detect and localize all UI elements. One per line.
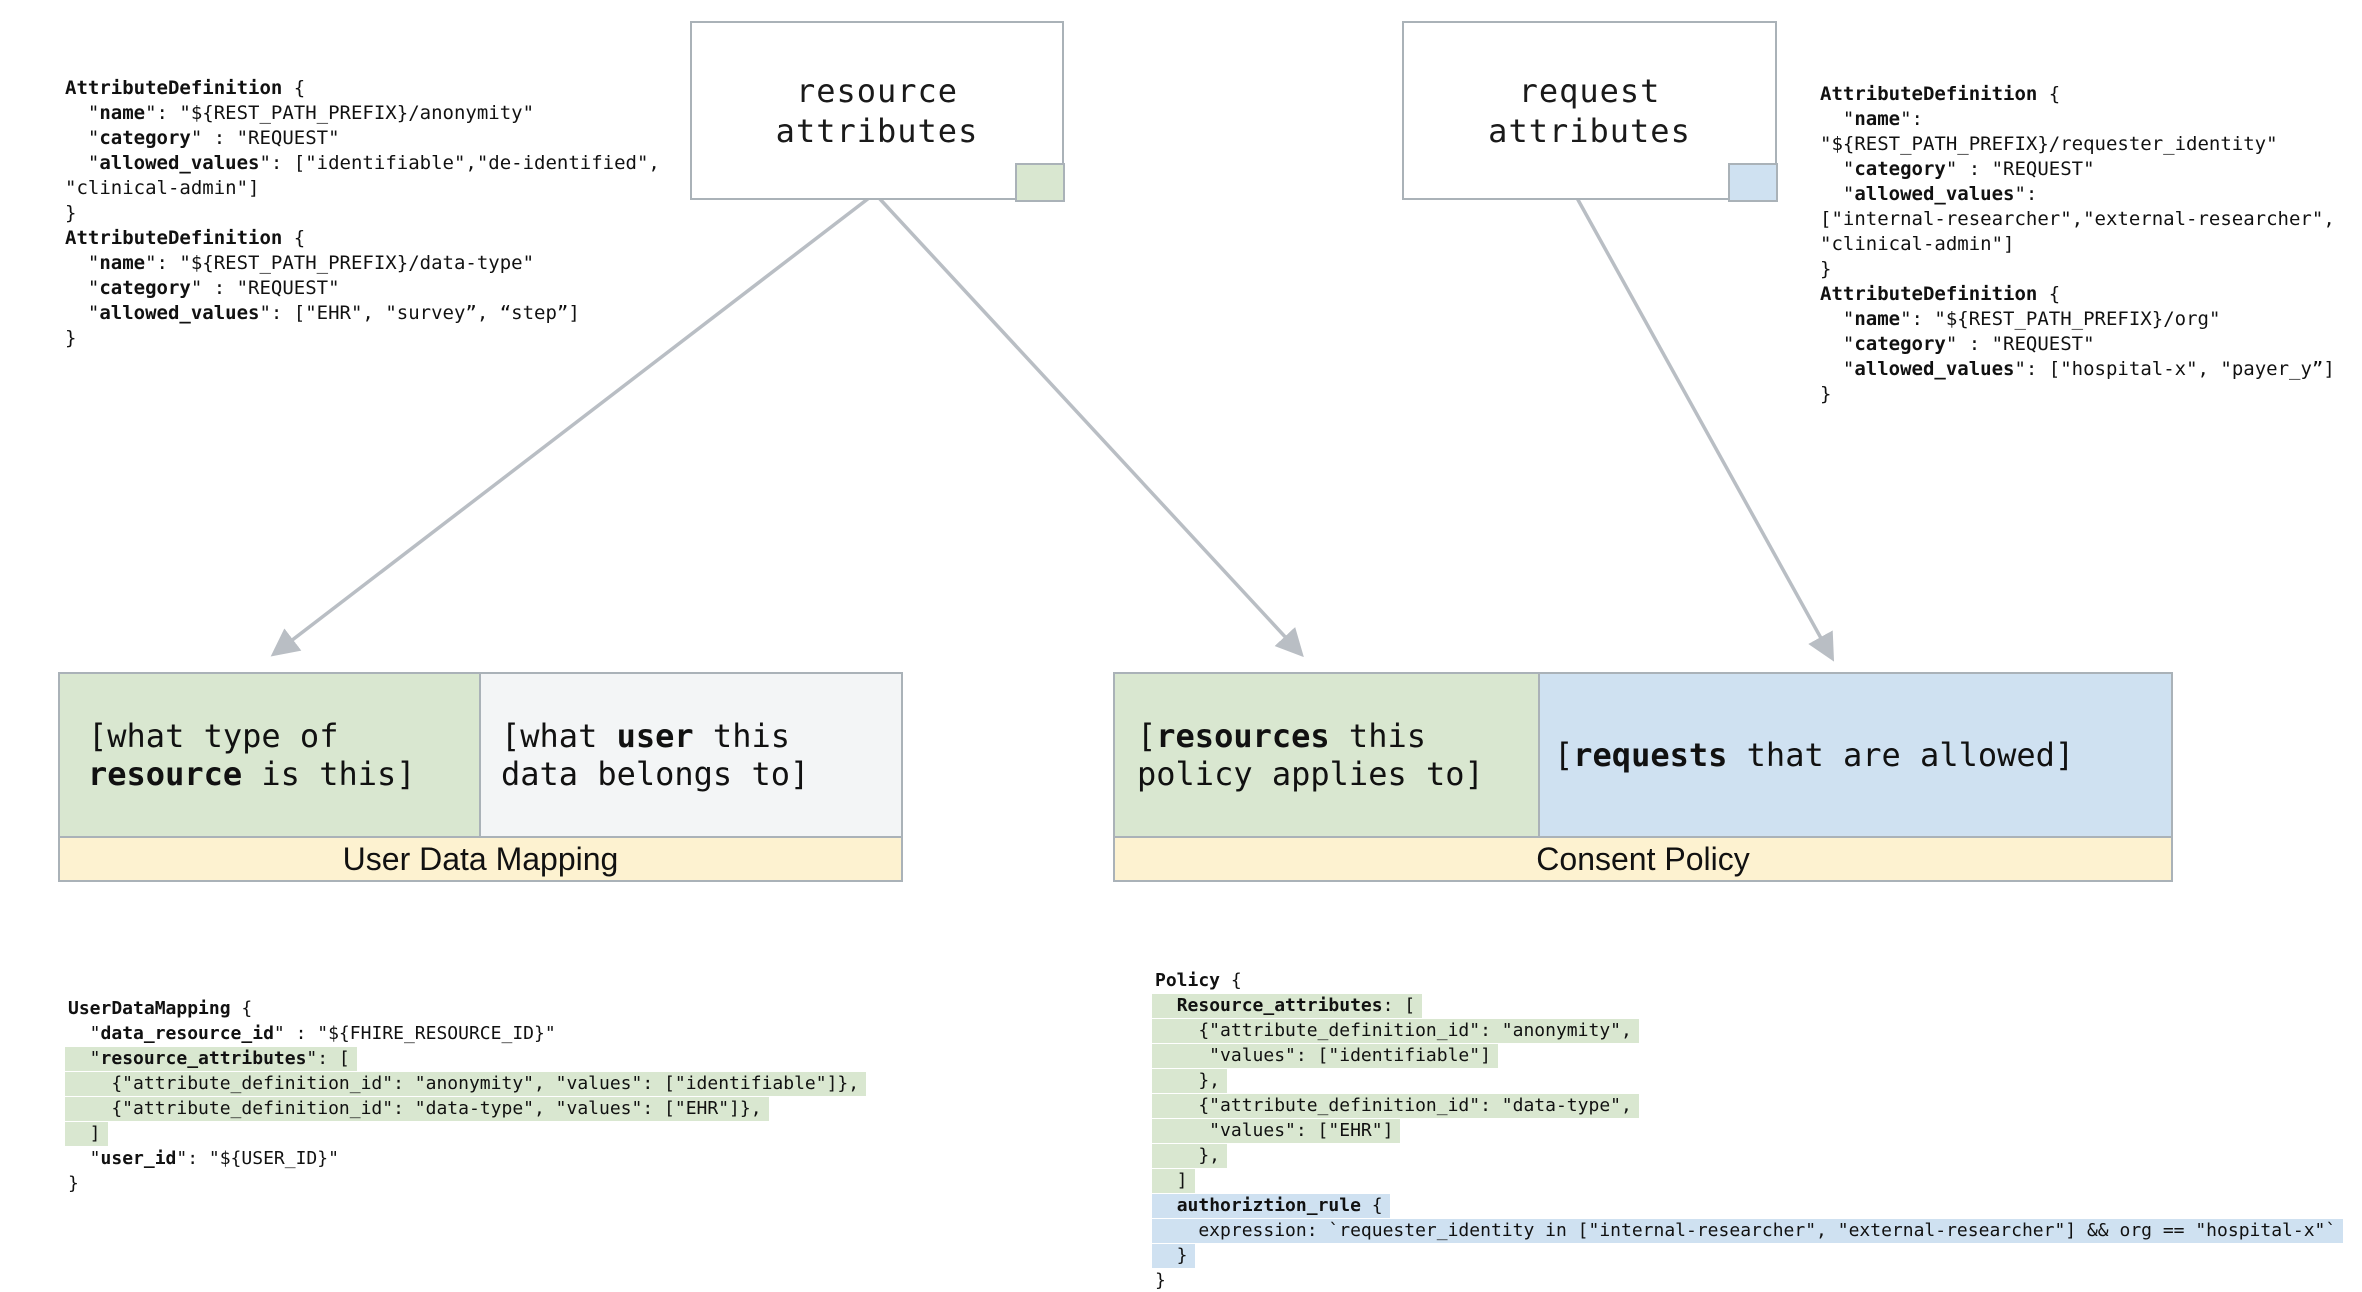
resource-attributes-title-line1: resource <box>795 71 959 110</box>
consent-requests-cell: [requests that are allowed] <box>1538 672 2173 838</box>
request-attributes-box: request attributes <box>1402 21 1778 202</box>
request-attributes-title: request attributes <box>1488 71 1691 151</box>
policy-code: Policy { Resource_attributes: [ {"attrib… <box>1152 968 2344 1292</box>
user-data-mapping-label: User Data Mapping <box>58 836 903 882</box>
user-data-mapping-code: UserDataMapping { "data_resource_id" : "… <box>65 996 867 1196</box>
resource-attributes-title-line2: attributes <box>775 111 979 150</box>
arrow-resource-to-consent-policy <box>877 196 1304 658</box>
attribute-definitions-resource-code: AttributeDefinition { "name": "${REST_PA… <box>65 77 660 349</box>
consent-policy-label-text: Consent Policy <box>1536 840 1750 877</box>
arrow-request-to-consent-policy <box>1575 197 1835 662</box>
consent-policy-label: Consent Policy <box>1113 836 2173 882</box>
user-data-mapping-label-text: User Data Mapping <box>342 840 619 877</box>
attribute-definitions-request-code: AttributeDefinition { "name":"${REST_PAT… <box>1820 83 2335 405</box>
request-attributes-title-line2: attributes <box>1488 111 1691 150</box>
resource-attributes-box: resource attributes <box>690 21 1065 202</box>
request-attributes-title-line1: request <box>1518 71 1661 110</box>
request-color-key-swatch <box>1728 163 1778 202</box>
resource-color-key-swatch <box>1015 163 1065 202</box>
resource-attributes-title: resource attributes <box>776 71 979 151</box>
